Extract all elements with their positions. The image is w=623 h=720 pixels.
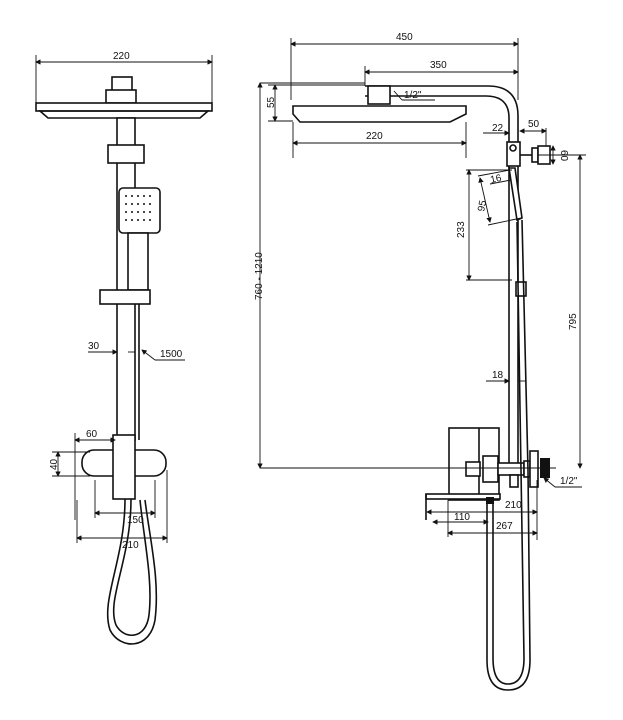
mixer-front — [81, 434, 167, 500]
front-view: 30 1500 60 40 150 210 220 — [35, 51, 213, 645]
slider-front — [99, 289, 151, 305]
dim-50: 50 — [528, 119, 540, 130]
dim-30: 30 — [88, 341, 100, 352]
dim-22: 22 — [492, 123, 504, 134]
mixer-side — [425, 427, 550, 520]
dim-16: 16 — [489, 173, 503, 186]
dim-233: 233 — [456, 221, 467, 238]
bracket-front — [107, 144, 145, 164]
dim-210-side: 210 — [505, 500, 522, 511]
dim-110: 110 — [454, 512, 470, 523]
shower-head-side — [292, 105, 467, 123]
hand-shower-side — [508, 167, 523, 222]
label-head-thread: 1/2" — [404, 90, 422, 101]
head-connector-side — [367, 85, 391, 105]
dim-760-1210: 760 - 1210 — [254, 252, 265, 300]
hand-shower-front — [118, 187, 161, 234]
side-view: 450 350 55 1/2" 220 22 50 60 795 233 — [254, 32, 586, 691]
dim-1500: 1500 — [160, 349, 183, 360]
dim-18: 18 — [492, 370, 504, 381]
dim-210: 210 — [122, 540, 139, 551]
dim-60-side: 60 — [558, 150, 569, 162]
dim-220-side: 220 — [366, 131, 383, 142]
dim-60: 60 — [86, 429, 98, 440]
dim-267: 267 — [496, 521, 513, 532]
dim-795: 795 — [568, 313, 579, 330]
dim-40: 40 — [49, 458, 60, 470]
dim-55: 55 — [266, 96, 277, 108]
label-inlet-thread: 1/2" — [560, 476, 578, 487]
slider-side — [515, 281, 527, 297]
dim-220: 220 — [113, 51, 130, 62]
shower-head-front — [35, 55, 213, 119]
dim-95: 95 — [476, 199, 489, 213]
dim-150: 150 — [127, 515, 144, 526]
dim-350: 350 — [430, 60, 447, 71]
dim-450: 450 — [396, 32, 413, 43]
